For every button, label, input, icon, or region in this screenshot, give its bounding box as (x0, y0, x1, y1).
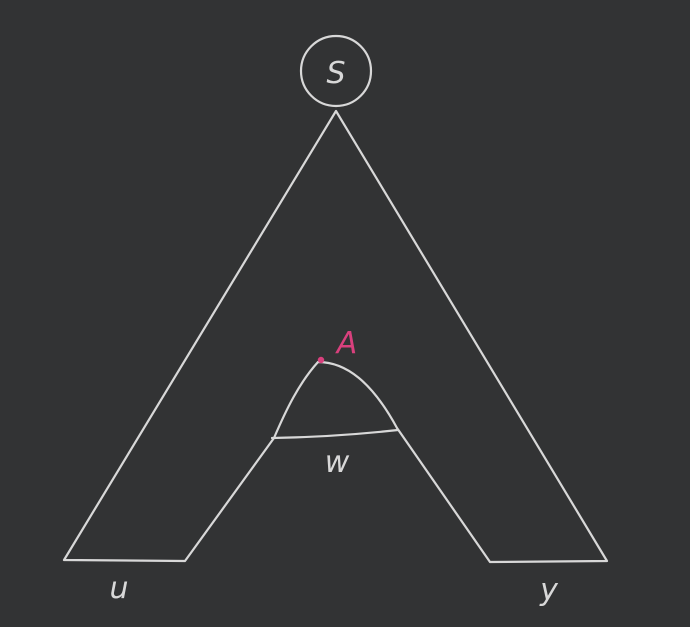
outer-tree-outline (62, 109, 609, 564)
nonterminal-marker-dot (317, 356, 325, 364)
root-node-circle (299, 34, 373, 108)
root-node-label: S (326, 56, 345, 91)
subtree-base-line (270, 428, 400, 440)
middle-segment-label: w (325, 445, 350, 480)
left-segment-label: u (109, 571, 128, 606)
right-segment-label: y (539, 573, 559, 608)
nonterminal-label: A (335, 326, 358, 361)
